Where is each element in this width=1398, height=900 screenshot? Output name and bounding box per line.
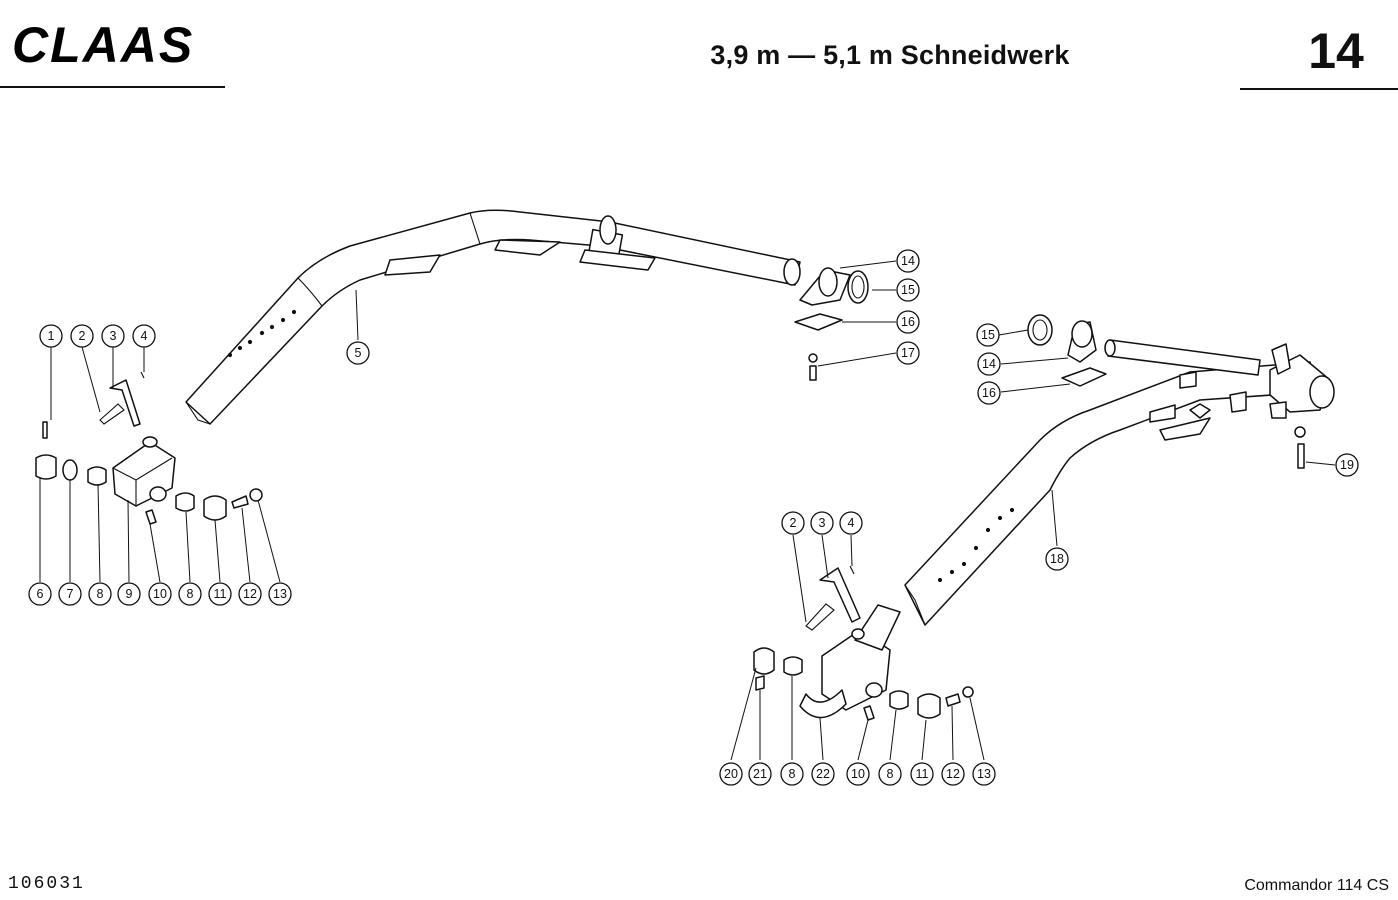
callout-2-right: 2 — [781, 511, 805, 535]
callout-label: 13 — [273, 587, 287, 601]
model-name: Commandor 114 CS — [1244, 877, 1389, 894]
callout-19: 19 — [1335, 453, 1359, 477]
callout-8b: 8 — [178, 582, 202, 606]
callout-label: 2 — [79, 329, 86, 343]
callout-label: 3 — [819, 516, 826, 530]
callout-label: 15 — [901, 283, 915, 297]
claas-logo: CLAAS — [8, 17, 233, 73]
callout-2: 2 — [70, 324, 94, 348]
callout-13: 13 — [268, 582, 292, 606]
callout-3: 3 — [101, 324, 125, 348]
callout-label: 16 — [982, 386, 996, 400]
callout-8-right: 8 — [780, 762, 804, 786]
callout-16: 16 — [896, 310, 920, 334]
callout-17: 17 — [896, 341, 920, 365]
callout-label: 8 — [187, 587, 194, 601]
callout-9: 9 — [117, 582, 141, 606]
callouts-right: 15 14 16 19 18 2 3 4 20 21 8 22 10 8 11 … — [719, 323, 1359, 786]
callout-label: 19 — [1340, 458, 1354, 472]
callout-4-right: 4 — [839, 511, 863, 535]
page-number: 14 — [1308, 23, 1364, 79]
callout-8: 8 — [88, 582, 112, 606]
header-rule-right — [1240, 88, 1398, 90]
callout-label: 14 — [901, 254, 915, 268]
hinge-parts-left — [35, 371, 263, 525]
callout-7: 7 — [58, 582, 82, 606]
callout-10-right: 10 — [846, 762, 870, 786]
callout-label: 1 — [48, 329, 55, 343]
claas-logo-text: CLAAS — [12, 18, 194, 70]
callout-8b-right: 8 — [878, 762, 902, 786]
callout-label: 11 — [214, 587, 227, 601]
callout-label: 14 — [982, 357, 996, 371]
callout-label: 2 — [790, 516, 797, 530]
callouts-left: 1 2 3 4 5 6 7 8 9 10 8 11 12 13 14 15 16… — [28, 249, 920, 606]
callout-label: 8 — [789, 767, 796, 781]
header-rule-left — [0, 86, 225, 88]
frame-tube-right — [904, 339, 1335, 626]
callout-label: 22 — [816, 767, 830, 781]
callout-label: 9 — [126, 587, 133, 601]
callout-13-right: 13 — [972, 762, 996, 786]
callout-label: 10 — [851, 767, 865, 781]
callout-14: 14 — [896, 249, 920, 273]
callout-label: 8 — [887, 767, 894, 781]
callout-label: 17 — [901, 346, 915, 360]
callout-11-right: 11 — [910, 762, 934, 786]
callout-5: 5 — [346, 341, 370, 365]
callout-label: 7 — [67, 587, 74, 601]
callout-15-right: 15 — [976, 323, 1000, 347]
callout-10: 10 — [148, 582, 172, 606]
callout-22: 22 — [811, 762, 835, 786]
callout-6: 6 — [28, 582, 52, 606]
callout-4: 4 — [132, 324, 156, 348]
callout-label: 10 — [153, 587, 167, 601]
callout-label: 12 — [243, 587, 257, 601]
callout-11: 11 — [208, 582, 232, 606]
callout-label: 3 — [110, 329, 117, 343]
callout-1: 1 — [39, 324, 63, 348]
document-number: 106031 — [8, 874, 85, 894]
hinge-parts-right — [753, 565, 974, 721]
callout-3-right: 3 — [810, 511, 834, 535]
bearing-bracket-left — [794, 267, 869, 381]
callout-label: 15 — [981, 328, 995, 342]
callout-label: 20 — [724, 767, 738, 781]
callout-label: 5 — [355, 346, 362, 360]
callout-16-right: 16 — [977, 381, 1001, 405]
callout-label: 11 — [916, 767, 929, 781]
page-title: 3,9 m — 5,1 m Schneidwerk — [710, 40, 1070, 70]
callout-label: 6 — [37, 587, 44, 601]
bearing-bracket-right — [1027, 314, 1107, 387]
callout-label: 12 — [946, 767, 960, 781]
callout-15: 15 — [896, 278, 920, 302]
callout-label: 16 — [901, 315, 915, 329]
frame-tube-left — [185, 209, 801, 425]
callout-label: 4 — [141, 329, 148, 343]
claas-logo-mark: CLAAS — [12, 17, 194, 73]
callout-label: 21 — [753, 767, 767, 781]
callout-label: 4 — [848, 516, 855, 530]
callout-12-right: 12 — [941, 762, 965, 786]
callout-label: 18 — [1050, 552, 1064, 566]
callout-label: 8 — [97, 587, 104, 601]
callout-18: 18 — [1045, 547, 1069, 571]
callout-12: 12 — [238, 582, 262, 606]
callout-21: 21 — [748, 762, 772, 786]
callout-label: 13 — [977, 767, 991, 781]
leader-lines — [39, 260, 1336, 761]
callout-20: 20 — [719, 762, 743, 786]
callout-14-right: 14 — [977, 352, 1001, 376]
